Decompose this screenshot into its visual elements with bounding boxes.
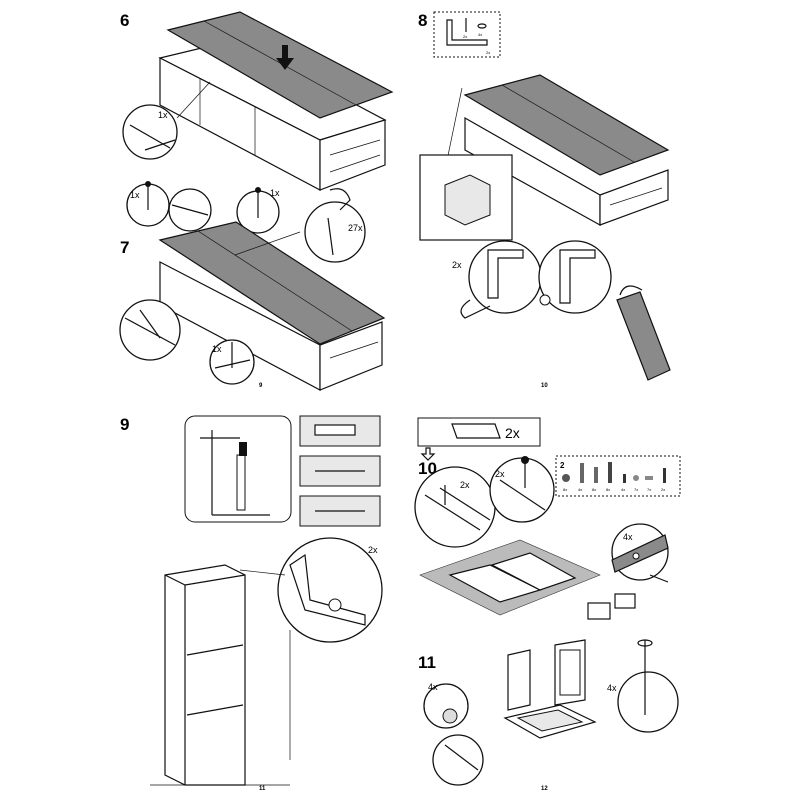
step-10-detail-qty-right: 2x — [495, 469, 505, 479]
back-panel — [158, 221, 386, 345]
page-number-12: 12 — [541, 786, 548, 792]
page-number-10: 10 — [541, 383, 548, 389]
page-10: 8 2x 4x 2x 2x — [418, 11, 671, 389]
svg-text:8x: 8x — [592, 487, 596, 492]
arrow-down-icon — [276, 45, 294, 70]
step-10-number: 10 — [418, 459, 437, 478]
page-number-9: 9 — [259, 383, 263, 389]
cabinet-illustration-step-8: 2x — [419, 74, 671, 381]
step-6-number: 6 — [120, 11, 129, 30]
washer-qty: 4x — [478, 32, 482, 37]
svg-text:7x: 7x — [647, 487, 651, 492]
step-10-detail-qty-left: 2x — [460, 480, 470, 490]
step-7-nail-qty: 27x — [348, 223, 363, 233]
bracket-detail-qty: 2x — [452, 260, 462, 270]
drawer-assembly-step-10: 2x 2x 4x — [414, 456, 669, 620]
parts-box-step-8: 2x 4x 2x — [433, 11, 501, 58]
drawer-qty: 2x — [505, 425, 520, 441]
drawer-panel — [616, 291, 671, 381]
svg-text:4x: 4x — [621, 487, 625, 492]
parts-labels: 8x 4x 8x 8x 4x 7x 7x 2x — [563, 487, 665, 492]
svg-text:2x: 2x — [661, 487, 665, 492]
step-10-dowel-qty: 4x — [623, 532, 633, 542]
parts-box-number: 2 — [560, 461, 565, 470]
bookcase-illustration: 2x — [150, 537, 383, 786]
step-6-qty: 1x — [158, 110, 168, 120]
cabinet-illustration-step-7: 1x 1x 27x 1x — [119, 181, 386, 391]
top-panel — [166, 11, 394, 119]
step-11-cam-qty: 4x — [428, 682, 438, 692]
drawer-count-box — [417, 417, 541, 447]
parts-box-step-10: 2 8x 4x 8x 8x 4x 7x 7x 2x — [555, 455, 681, 497]
step-7-number: 7 — [120, 238, 129, 257]
step-8-number: 8 — [418, 11, 427, 30]
svg-text:7x: 7x — [634, 487, 638, 492]
wall-fixing-diagram — [184, 415, 381, 527]
bracket-qty: 2x — [486, 50, 490, 55]
step-9-bracket-qty: 2x — [368, 545, 378, 555]
step-9-number: 9 — [120, 415, 129, 434]
step-7-bottom-qty: 1x — [212, 344, 222, 354]
page-9: 6 1x 7 — [119, 11, 394, 391]
page-11: 9 2x — [120, 415, 383, 792]
drawer-assembly-step-11: 4x 4x — [423, 639, 679, 786]
screw-qty: 2x — [463, 34, 467, 39]
step-11-screw-qty: 4x — [607, 683, 617, 693]
page-number-11: 11 — [259, 786, 266, 792]
arrow-down-outline-icon — [420, 447, 436, 461]
detail-circle — [122, 104, 178, 160]
cabinet-illustration-step-6: 1x — [122, 11, 394, 191]
svg-text:4x: 4x — [578, 487, 582, 492]
page-12: 2x 10 2 8x 4x 8x 8x 4x 7x 7x 2x — [414, 417, 681, 792]
cabinet-top — [463, 74, 670, 176]
step-7-pin-qty-left: 1x — [130, 190, 140, 200]
svg-text:8x: 8x — [563, 487, 567, 492]
svg-text:8x: 8x — [606, 487, 610, 492]
step-7-pin-qty-right: 1x — [270, 188, 280, 198]
step-11-number: 11 — [418, 653, 436, 672]
